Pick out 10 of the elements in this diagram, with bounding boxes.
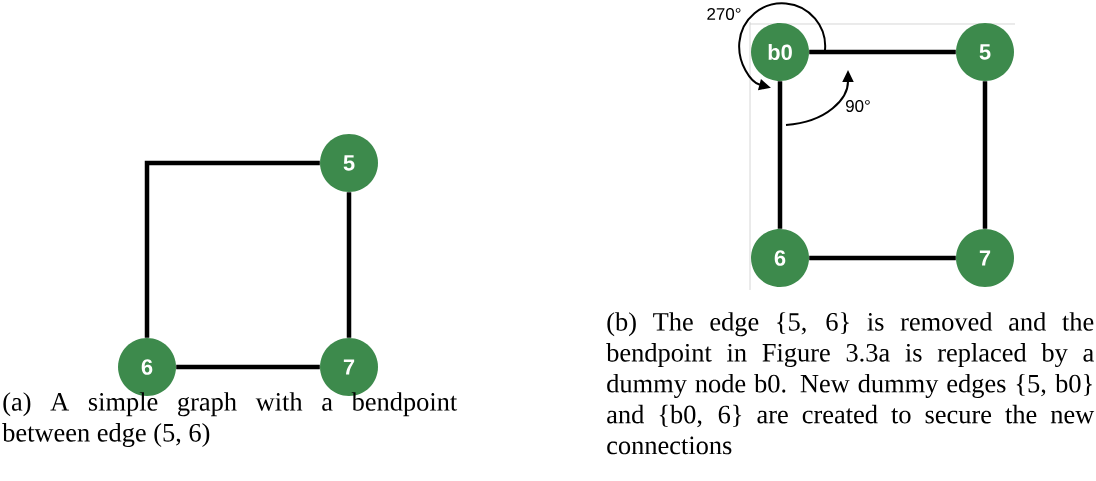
edge-line (144, 160, 320, 338)
edge-line (809, 49, 956, 55)
edge-line (346, 192, 352, 338)
edge-line (176, 364, 320, 370)
angle-label: 270° (707, 8, 741, 20)
edge-line (809, 255, 956, 261)
angle-label: 90° (846, 100, 870, 112)
caption: (b) The edge {5, 6} is removed and the bendpoint in Figure 3.3a is replaced by a dummy node b0. New dummy edges {5, b0} and {b0, 6} are created to secure the new connections (606, 312, 1095, 455)
edge-line (777, 81, 783, 229)
edge-line (982, 81, 988, 229)
